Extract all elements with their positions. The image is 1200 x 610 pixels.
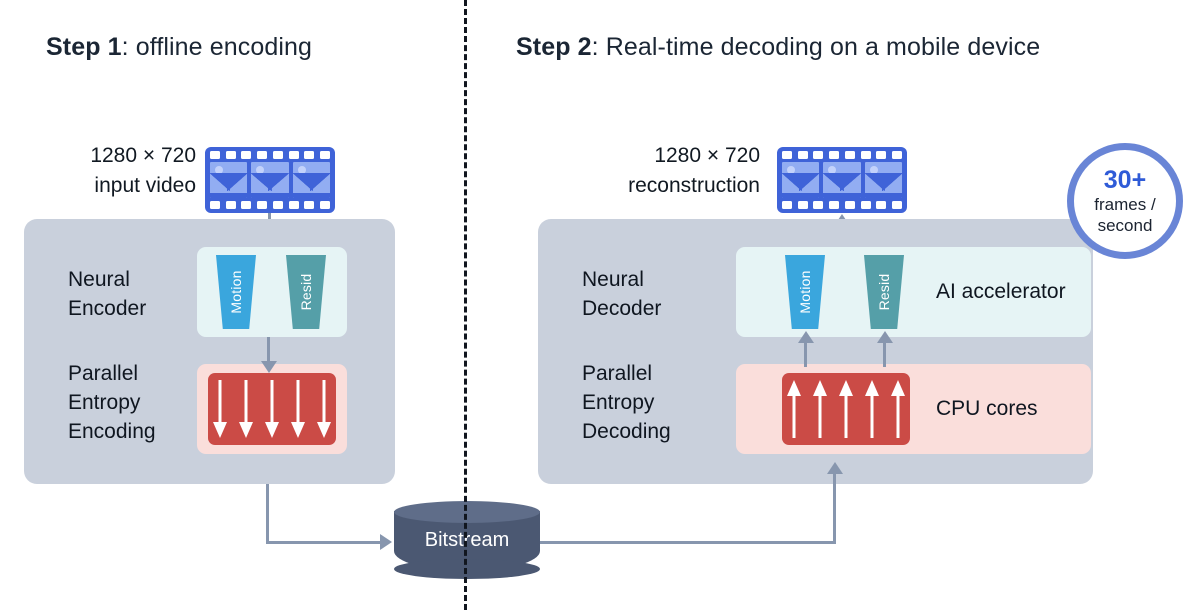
entropy-arrow-up <box>787 380 802 438</box>
decoder-resid-branch: Resid <box>864 255 904 329</box>
connector-encoder-neural-to-entropy-arrowhead <box>261 361 277 373</box>
fps-badge: 30+ frames / second <box>1067 143 1183 259</box>
connector-bitstream-to-decoder-horizontal <box>540 541 836 544</box>
reconstruction-label: 1280 × 720 reconstruction <box>608 141 760 201</box>
step2-title-prefix: Step 2 <box>516 33 592 61</box>
connector-encoder-neural-to-entropy <box>267 337 270 365</box>
decoder-entropy-box <box>782 373 910 445</box>
parallel-entropy-decoding-label: Parallel Entropy Decoding <box>582 362 671 443</box>
encoder-entropy-panel <box>197 364 347 454</box>
entropy-arrow-up <box>813 380 828 438</box>
connector-encoder-to-bitstream-vertical <box>266 484 269 544</box>
encoder-neural-panel: Motion Resid <box>197 247 347 337</box>
film-sprockets-bottom <box>782 201 902 209</box>
connector-decoder-entropy-to-motion-arrowhead <box>798 331 814 343</box>
input-video-label: 1280 × 720 input video <box>56 141 196 201</box>
ai-accelerator-label: AI accelerator <box>936 280 1066 303</box>
cpu-cores-label: CPU cores <box>936 397 1038 420</box>
cylinder-top-ellipse <box>394 501 540 523</box>
decoder-entropy-panel: CPU cores <box>736 364 1091 454</box>
film-sprockets-top <box>782 151 902 159</box>
encoder-resid-branch: Resid <box>286 255 326 329</box>
film-frames <box>782 162 902 198</box>
film-sprockets-top <box>210 151 330 159</box>
film-sprockets-bottom <box>210 201 330 209</box>
fps-unit-line1: frames / <box>1094 194 1156 214</box>
entropy-arrow-down <box>265 380 280 438</box>
connector-decoder-entropy-to-resid-arrowhead <box>877 331 893 343</box>
entropy-arrow-up <box>839 380 854 438</box>
connector-encoder-to-bitstream-horizontal <box>266 541 382 544</box>
fps-value: 30+ <box>1103 165 1147 194</box>
decoder-motion-branch: Motion <box>785 255 825 329</box>
input-resolution: 1280 × 720 <box>90 144 196 167</box>
encoder-motion-branch: Motion <box>216 255 256 329</box>
encoder-container: Neural Encoder Motion Resid Parallel Ent… <box>24 219 395 484</box>
film-frames <box>210 162 330 198</box>
fps-unit-line2: second <box>1097 215 1153 235</box>
connector-bitstream-to-decoder-vertical <box>833 473 836 543</box>
entropy-arrow-up <box>891 380 906 438</box>
neural-encoder-label: Neural Encoder <box>68 268 147 320</box>
bitstream-cylinder: Bitstream <box>394 501 540 579</box>
step1-title: Step 1: offline encoding <box>46 33 312 62</box>
film-strip-icon <box>777 147 907 213</box>
cylinder-bottom-cap <box>394 559 540 579</box>
connector-bitstream-to-decoder-arrowhead <box>827 462 843 474</box>
connector-decoder-entropy-to-motion <box>804 341 807 367</box>
entropy-arrow-down <box>213 380 228 438</box>
connector-encoder-to-bitstream-arrowhead <box>380 534 392 550</box>
step2-title-suffix: : Real-time decoding on a mobile device <box>591 33 1041 61</box>
output-resolution: 1280 × 720 <box>654 144 760 167</box>
decoder-container: Neural Decoder Motion Resid AI accelerat… <box>538 219 1093 484</box>
input-caption: input video <box>94 174 196 197</box>
entropy-arrow-down <box>317 380 332 438</box>
film-strip-icon <box>205 147 335 213</box>
neural-decoder-label: Neural Decoder <box>582 268 662 320</box>
step1-title-suffix: : offline encoding <box>121 33 312 61</box>
step1-title-prefix: Step 1 <box>46 33 122 61</box>
output-caption: reconstruction <box>628 174 760 197</box>
step-divider <box>464 0 467 610</box>
entropy-arrow-down <box>291 380 306 438</box>
bitstream-label: Bitstream <box>424 528 510 551</box>
entropy-arrow-up <box>865 380 880 438</box>
parallel-entropy-encoding-label: Parallel Entropy Encoding <box>68 362 156 443</box>
entropy-arrow-down <box>239 380 254 438</box>
encoder-entropy-box <box>208 373 336 445</box>
step2-title: Step 2: Real-time decoding on a mobile d… <box>516 33 1040 62</box>
connector-decoder-entropy-to-resid <box>883 341 886 367</box>
decoder-neural-panel: Motion Resid AI accelerator <box>736 247 1091 337</box>
